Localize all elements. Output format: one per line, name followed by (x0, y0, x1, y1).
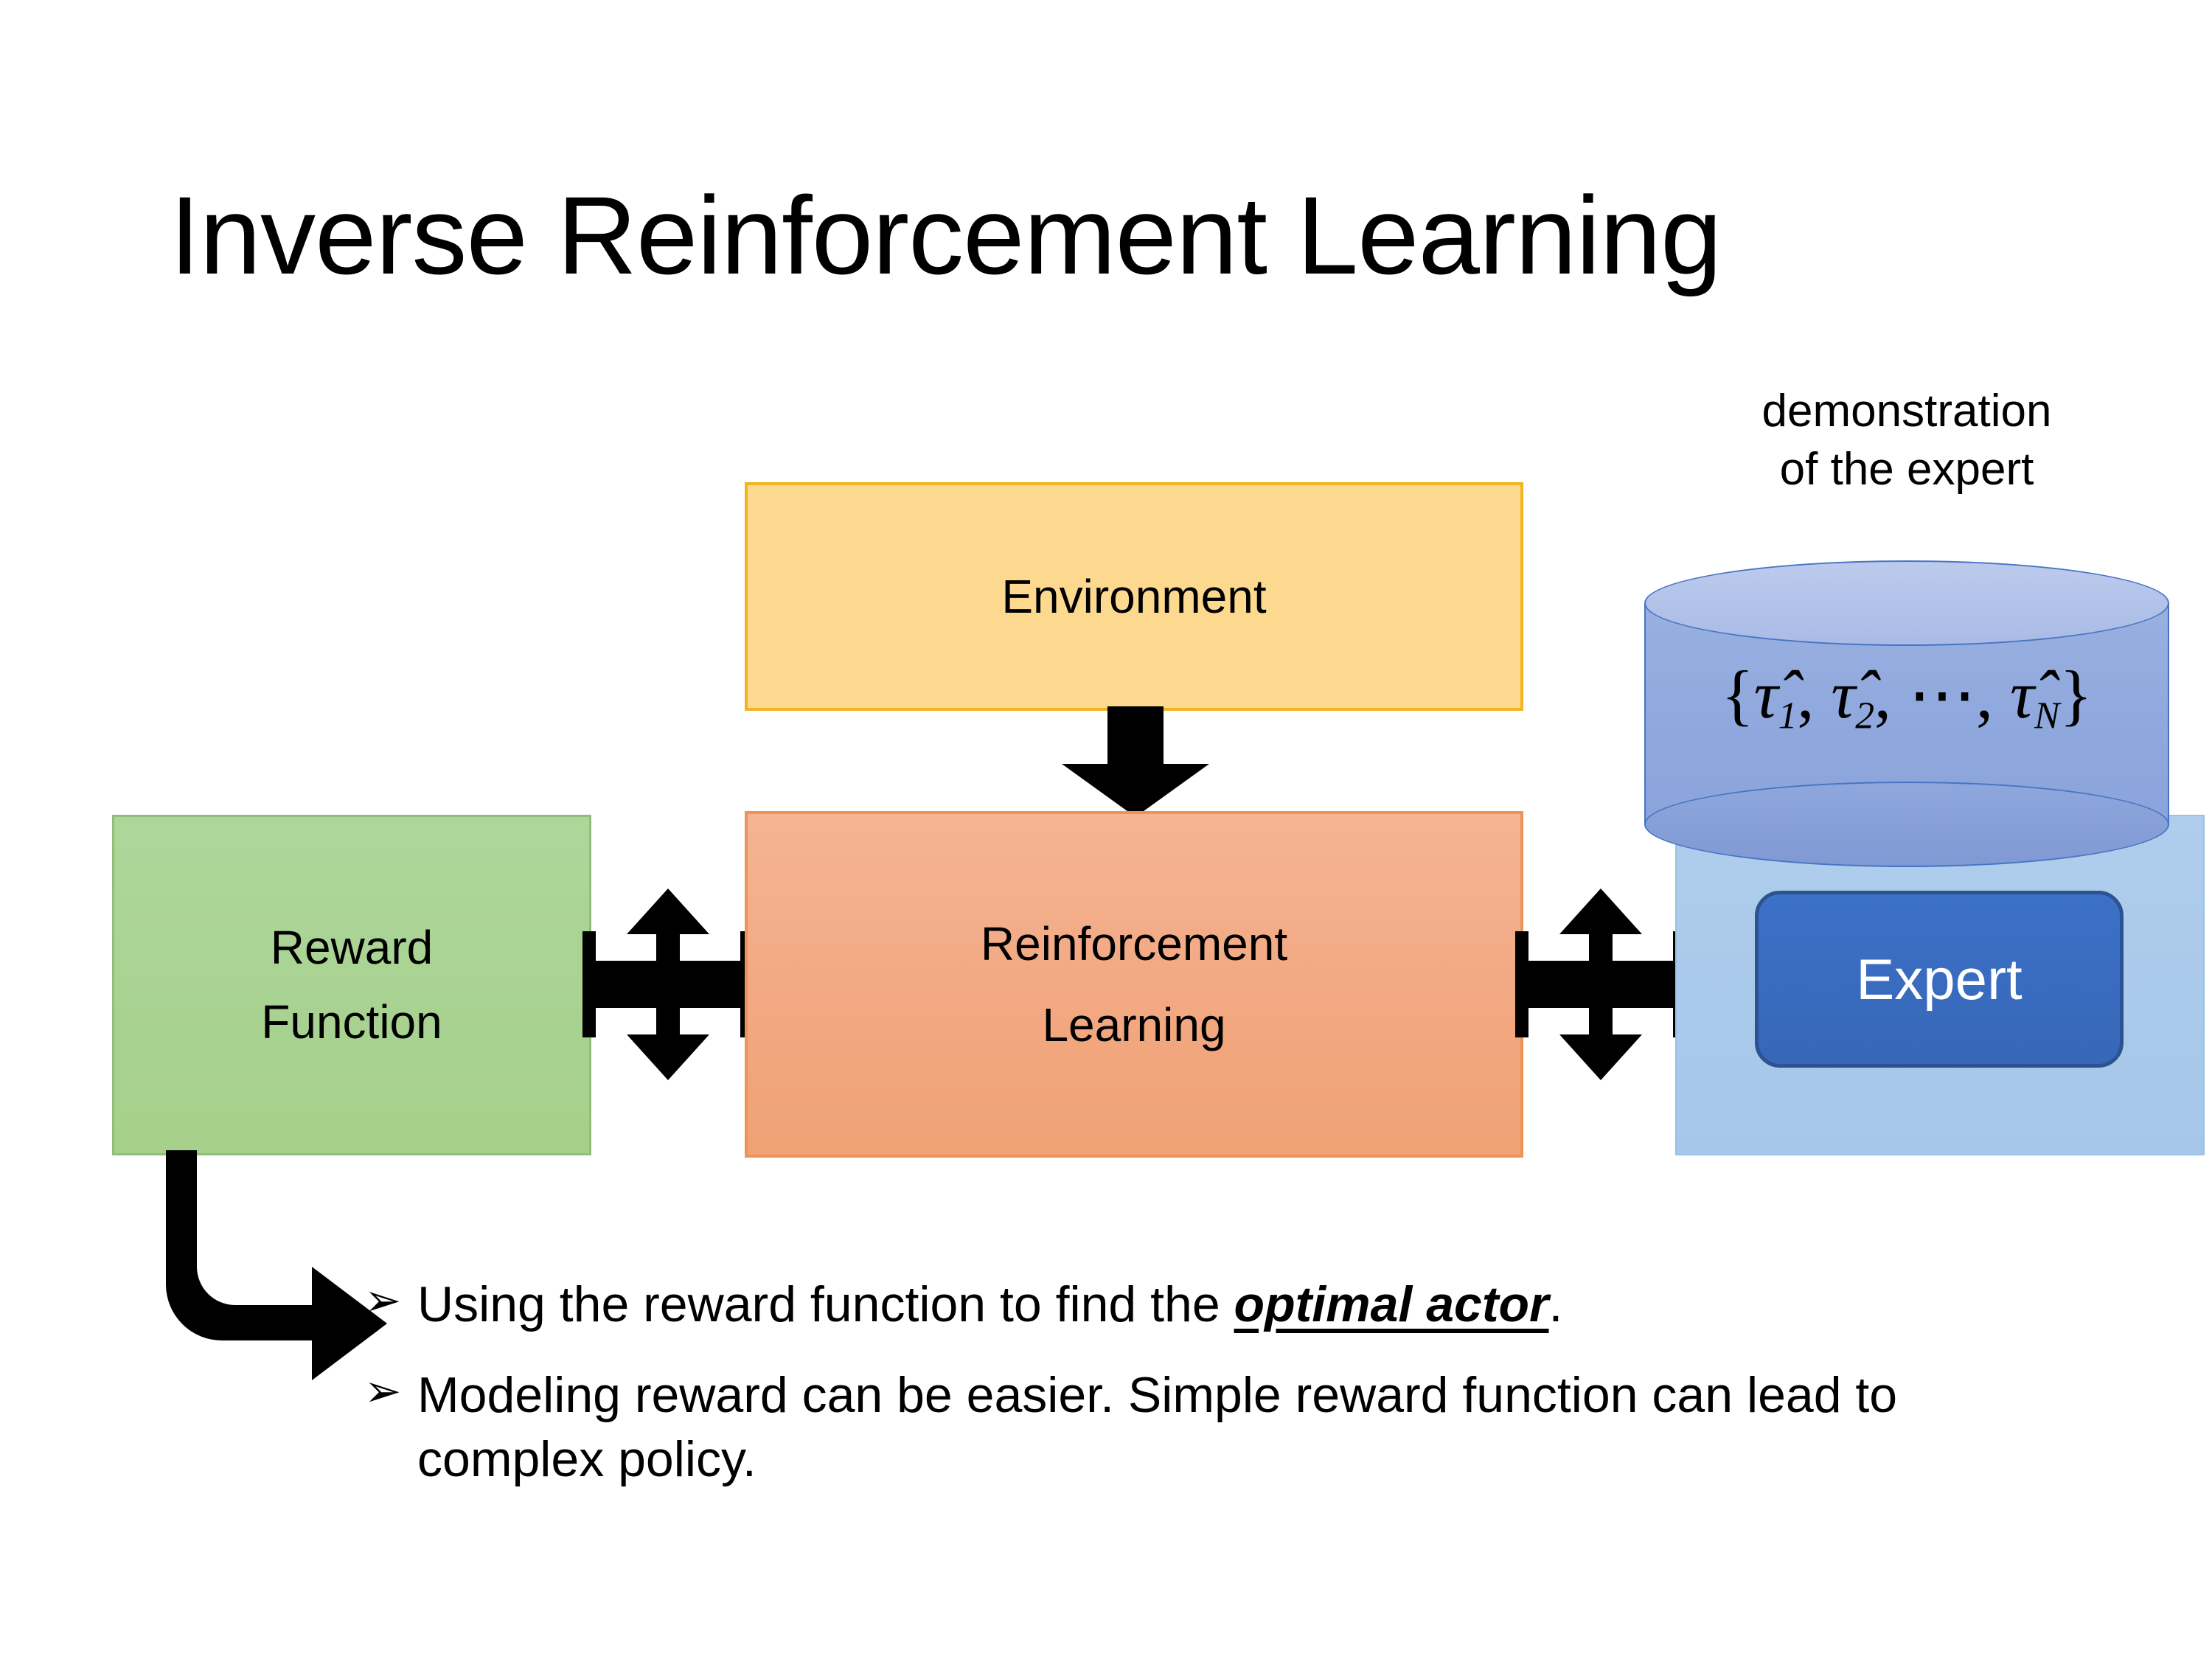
reward-function-label-line2: Function (261, 995, 442, 1048)
formula-open-brace: { (1721, 657, 1754, 732)
cylinder-bottom-ellipse (1644, 782, 2169, 867)
formula-ellipsis: ⋯ (1908, 657, 1977, 732)
demonstration-caption-line1: demonstration (1761, 386, 2052, 437)
bullet-list: ➢ Using the reward function to find the … (364, 1273, 2060, 1518)
page-title: Inverse Reinforcement Learning (170, 173, 1722, 297)
reward-function-label-line1: Reward (270, 920, 434, 974)
trajectory-set-formula: {τ̂1, τ̂2, ⋯, τ̂N} (1721, 657, 2093, 737)
expert-chip[interactable]: Expert (1755, 891, 2124, 1068)
demonstration-caption: demonstration of the expert (1644, 382, 2169, 499)
bullet-marker-icon: ➢ (364, 1366, 402, 1416)
expert-chip-label: Expert (1856, 946, 2023, 1012)
bullet-1-text-after: . (1548, 1276, 1563, 1332)
cylinder-top-ellipse (1644, 560, 2169, 646)
down-arrow-icon (1062, 706, 1209, 817)
quad-arrow-icon-left (582, 888, 754, 1080)
quad-arrow-icon-right (1515, 888, 1686, 1080)
bullet-1-emphasis: optimal actor (1234, 1276, 1549, 1332)
bullet-1-text-before: Using the reward function to find the (417, 1276, 1234, 1332)
formula-close-brace: } (2059, 657, 2093, 732)
list-item: ➢ Using the reward function to find the … (364, 1273, 2060, 1337)
rl-label-line1: Reinforcement (980, 917, 1288, 970)
bullet-text: Using the reward function to find the op… (417, 1273, 2060, 1337)
reinforcement-learning-box[interactable]: Reinforcement Learning (745, 811, 1523, 1158)
rl-label-line2: Learning (1042, 998, 1226, 1051)
trajectory-database-cylinder-icon: {τ̂1, τ̂2, ⋯, τ̂N} (1644, 560, 2169, 870)
demonstration-caption-line2: of the expert (1779, 444, 2034, 495)
reward-function-box-label: Reward Function (261, 911, 442, 1060)
list-item: ➢ Modeling reward can be easier. Simple … (364, 1363, 2060, 1492)
bullet-marker-icon: ➢ (364, 1276, 402, 1325)
environment-box[interactable]: Environment (745, 482, 1523, 711)
bullet-text: Modeling reward can be easier. Simple re… (417, 1367, 1898, 1488)
reward-function-box[interactable]: Reward Function (112, 815, 591, 1155)
bent-arrow-icon (166, 1150, 387, 1380)
reinforcement-learning-box-label: Reinforcement Learning (981, 903, 1287, 1065)
environment-box-label: Environment (1001, 569, 1267, 623)
